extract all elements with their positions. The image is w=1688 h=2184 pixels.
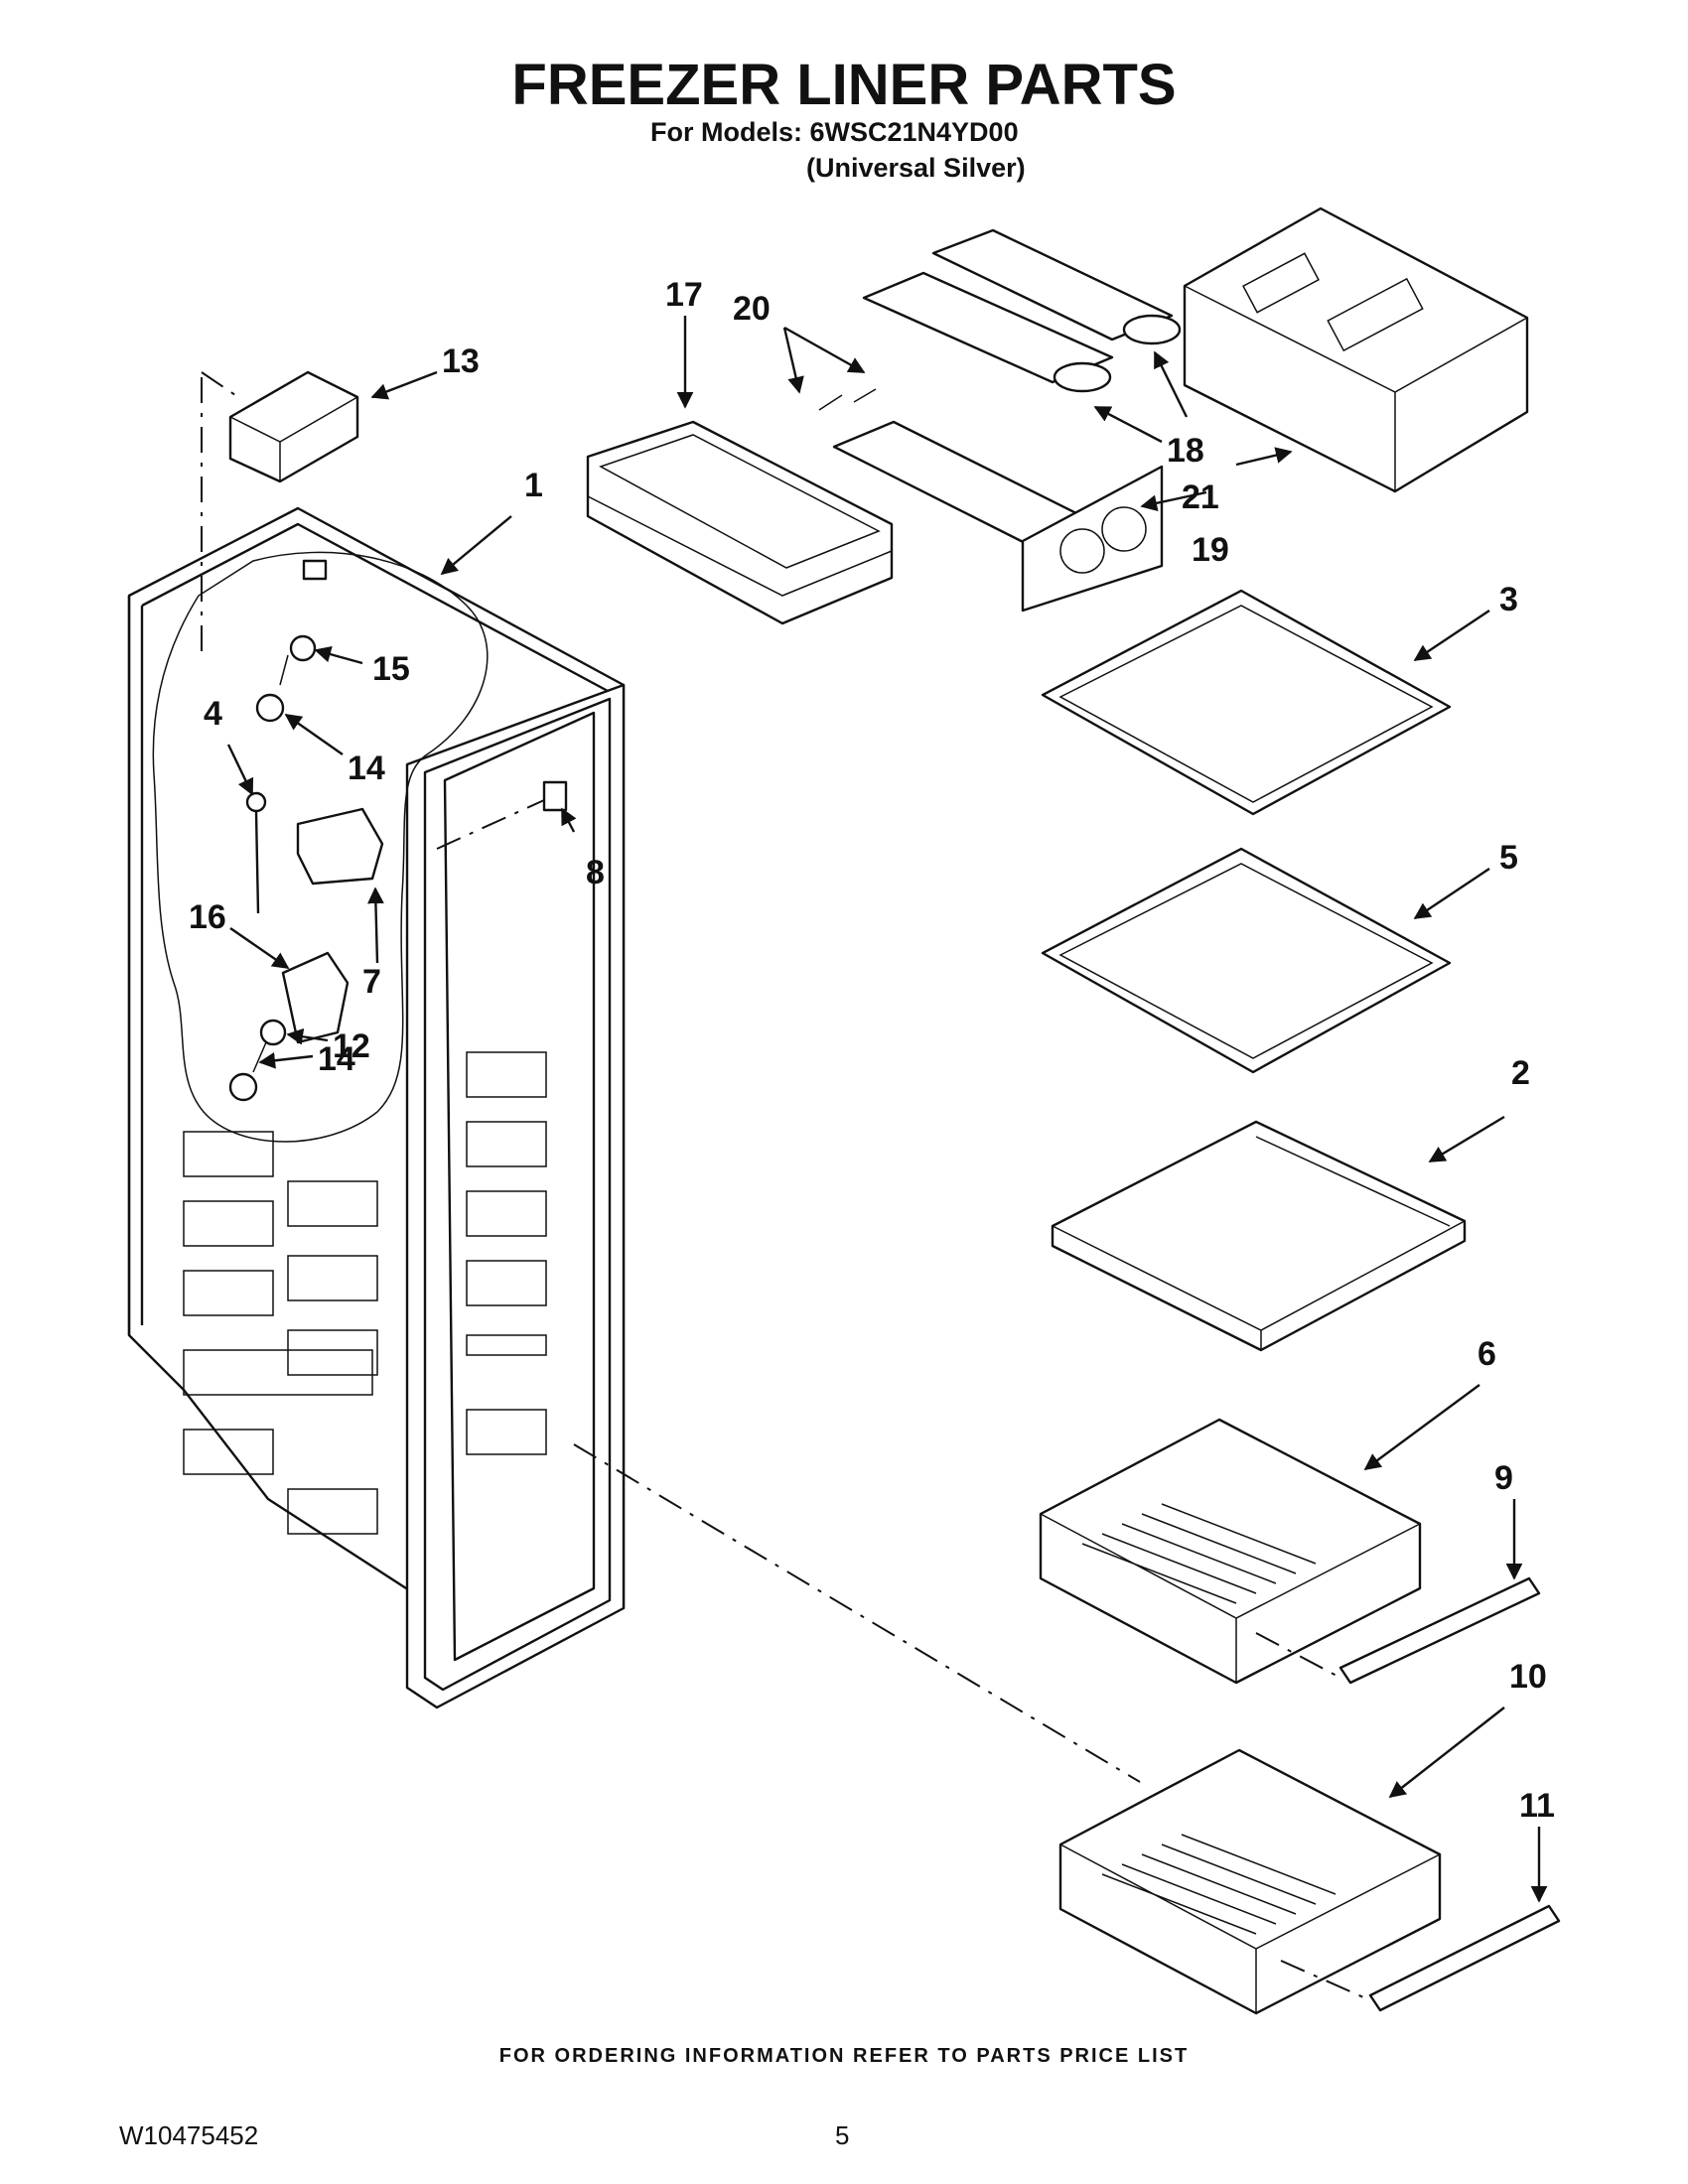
callout-7: 7: [362, 963, 381, 1001]
small-wall-parts: [228, 559, 568, 1102]
shelf-part-5: [1041, 847, 1452, 1074]
drawer-part-10: [1058, 1748, 1442, 2015]
callout-16: 16: [189, 898, 226, 936]
drawer-part-6: [1039, 1418, 1422, 1685]
models-line: For Models: 6WSC21N4YD00: [650, 117, 1019, 147]
ice-trays: [818, 228, 1182, 411]
variant-line: (Universal Silver): [806, 153, 1026, 183]
leader-arrows: [226, 316, 1548, 1903]
callout-4: 4: [204, 695, 222, 733]
drawer-rails: [573, 1443, 1561, 2012]
ice-maker-frame-part-19: [832, 420, 1164, 613]
ordering-note: FOR ORDERING INFORMATION REFER TO PARTS …: [498, 2045, 1190, 2067]
callout-1: 1: [524, 467, 543, 504]
housing-part-21: [1183, 206, 1529, 493]
callout-12: 12: [333, 1027, 370, 1065]
callout-5: 5: [1499, 839, 1518, 877]
callout-11: 11: [1519, 1787, 1555, 1825]
liner-vent-slots: [183, 1051, 547, 1535]
callout-14-lower: 14: [318, 1040, 355, 1078]
document-id: W10475452: [119, 2120, 259, 2150]
callout-6: 6: [1477, 1335, 1496, 1373]
callout-10: 10: [1509, 1658, 1547, 1696]
ice-bin-part-17: [586, 420, 894, 625]
callout-14-upper: 14: [348, 750, 385, 787]
callout-18: 18: [1167, 432, 1204, 470]
shelf-part-3: [1041, 589, 1452, 816]
callout-20: 20: [733, 290, 771, 328]
page-number: 5: [835, 2120, 850, 2150]
callout-21: 21: [1182, 478, 1219, 516]
callout-9: 9: [1494, 1459, 1513, 1497]
callout-13: 13: [442, 342, 480, 380]
callout-15: 15: [372, 650, 410, 688]
callout-19: 19: [1192, 531, 1229, 569]
callout-8: 8: [586, 854, 605, 891]
callout-17: 17: [665, 276, 703, 314]
callout-2: 2: [1511, 1054, 1530, 1092]
page-title: FREEZER LINER PARTS: [511, 53, 1177, 117]
bracket-part-13: [201, 370, 359, 655]
freezer-liner-part: [127, 506, 626, 1709]
callout-labels: 1 2 3 4 5 7 6 8 9 10 11 12 13 14 14 15 1…: [189, 276, 1555, 1825]
shelf-part-2: [1051, 1120, 1467, 1352]
callout-3: 3: [1499, 581, 1518, 618]
